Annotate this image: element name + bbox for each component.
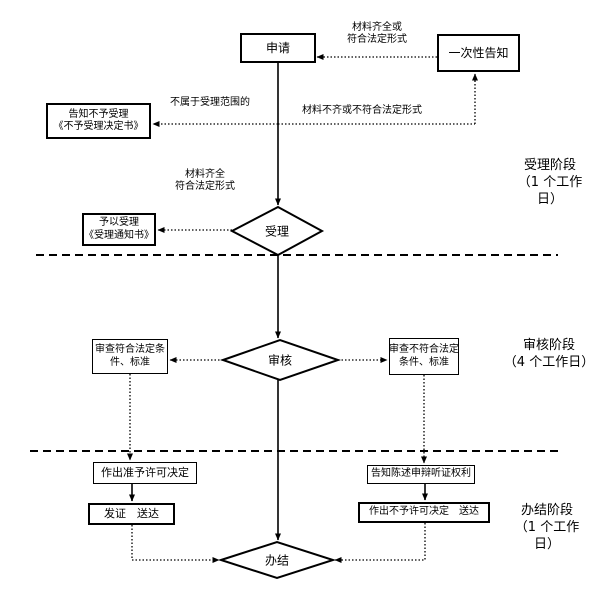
node-deny-decision-label: 作出不予许可决定 送达	[369, 506, 479, 518]
node-grant-accept-line2: 《受理通知书》	[84, 229, 154, 241]
node-grant-accept-line1: 予以受理	[99, 217, 139, 228]
node-notify-rights-label: 告知陈述申辩听证权利	[371, 468, 471, 480]
stage-acceptance: 受理阶段 （1 个工作 日）	[518, 158, 582, 209]
stage-review-line2: （4 个工作日）	[503, 354, 595, 370]
node-grant-accept: 予以受理 《受理通知书》	[82, 213, 156, 246]
stage-review: 审核阶段 （4 个工作日）	[504, 338, 594, 372]
label-materials-complete-or-legal-line2: 符合法定形式	[347, 34, 407, 45]
node-review-pass: 审查符合法定条 件、标准	[92, 339, 168, 374]
review-diamond-label: 审核	[267, 353, 293, 368]
stage-review-line1: 审核阶段	[522, 338, 575, 353]
stage-acceptance-line3: 日）	[536, 191, 563, 207]
node-apply-label: 申请	[265, 40, 290, 55]
edge-deny-to-complete	[334, 523, 426, 563]
node-grant-decision-label: 作出准予许可决定	[101, 466, 189, 480]
node-apply: 申请	[240, 33, 316, 63]
label-incomplete-or-illegal: 材料不齐或不符合法定形式	[302, 105, 422, 116]
node-issue-deliver: 发证 送达	[88, 503, 175, 525]
label-materials-complete-legal-line2: 符合法定形式	[175, 181, 235, 192]
node-issue-deliver-label: 发证 送达	[104, 507, 159, 521]
node-reject-notice-line1: 告知不予受理	[68, 108, 129, 120]
node-reject-notice: 告知不予受理 《不予受理决定书》	[46, 103, 151, 139]
node-review-fail-line1: 审查不符合法定	[389, 344, 459, 355]
node-review-pass-line2: 件、标准	[110, 356, 150, 368]
stage-completion-line2: （1 个工作	[514, 519, 580, 535]
accept-diamond	[229, 205, 325, 257]
accept-diamond-label: 受理	[264, 224, 290, 239]
node-grant-decision: 作出准予许可决定	[93, 462, 197, 484]
review-diamond	[219, 338, 342, 382]
label-materials-complete-legal-line1: 材料齐全	[185, 169, 225, 180]
node-one-time-notice-label: 一次性告知	[448, 45, 509, 60]
stage-completion-line3: 日）	[533, 536, 560, 552]
node-review-fail-line2: 条件、标准	[399, 356, 449, 368]
stage-completion-line1: 办结阶段	[520, 503, 573, 518]
stage-completion: 办结阶段 （1 个工作 日）	[515, 503, 579, 554]
complete-diamond-label: 办结	[264, 553, 290, 568]
node-review-pass-line1: 审查符合法定条	[95, 344, 165, 355]
node-review-fail: 审查不符合法定 条件、标准	[389, 338, 459, 375]
label-materials-complete-or-legal-line1: 材料齐全或	[352, 22, 402, 33]
stage-acceptance-line2: （1 个工作	[517, 174, 583, 190]
edge-issue-to-complete	[131, 525, 220, 563]
stage-acceptance-line1: 受理阶段	[523, 158, 576, 173]
label-materials-complete-legal: 材料齐全 符合法定形式	[175, 169, 235, 193]
label-not-in-scope: 不属于受理范围的	[170, 97, 250, 108]
node-notify-rights: 告知陈述申辩听证权利	[367, 465, 475, 484]
label-materials-complete-or-legal: 材料齐全或 符合法定形式	[347, 22, 407, 46]
node-deny-decision: 作出不予许可决定 送达	[358, 502, 490, 523]
complete-diamond	[217, 540, 337, 580]
node-one-time-notice: 一次性告知	[437, 34, 520, 72]
node-reject-notice-line2: 《不予受理决定书》	[53, 121, 144, 132]
